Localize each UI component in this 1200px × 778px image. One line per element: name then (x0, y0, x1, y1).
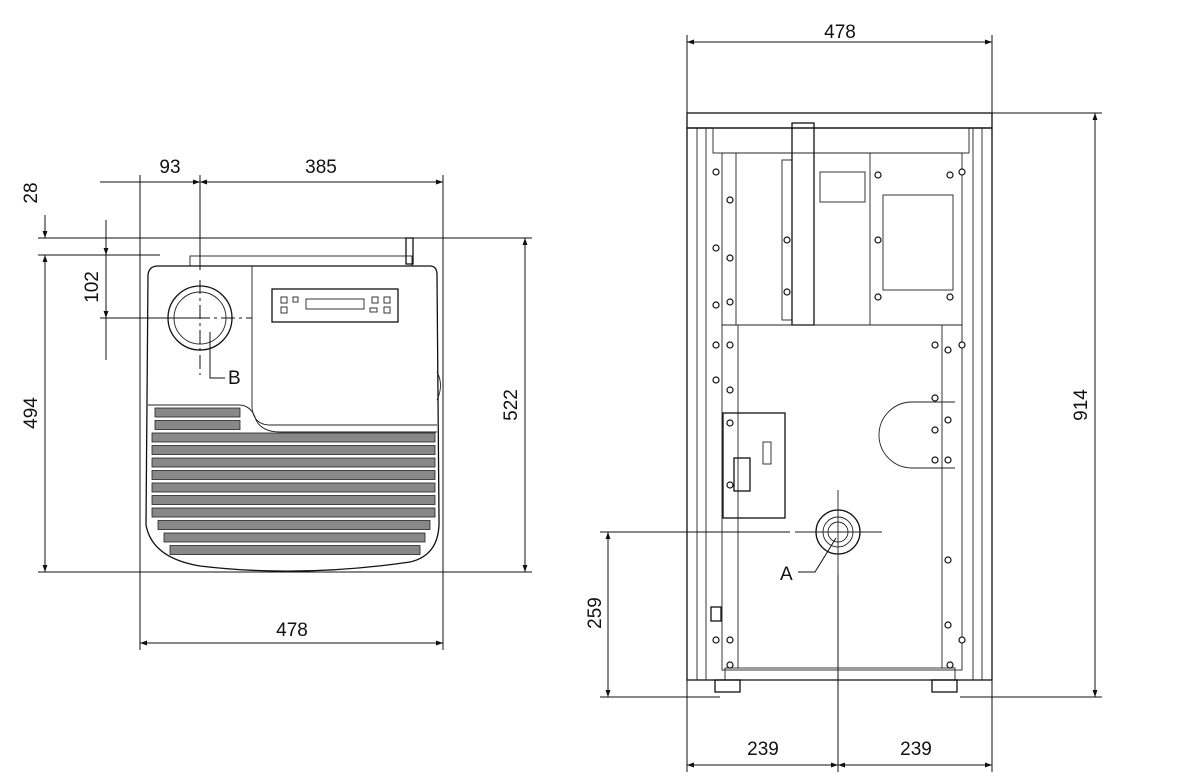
stove-top-body: B (145, 237, 441, 572)
dim-label-28: 28 (21, 182, 42, 203)
screw-hole (931, 394, 939, 402)
screw-hole (726, 419, 734, 427)
screw-hole (944, 416, 952, 424)
screw-hole (931, 341, 939, 349)
screw-hole (944, 556, 952, 564)
screw-hole (944, 346, 952, 354)
screw-hole (712, 168, 720, 176)
dim-label-494: 494 (21, 397, 42, 429)
callout-b: B (228, 368, 241, 389)
grille-bar (154, 420, 241, 430)
grille-bar (151, 445, 436, 455)
outlet-a (795, 490, 882, 575)
screw-hole (712, 636, 720, 644)
grille-bar (169, 545, 421, 555)
grille-bar (151, 470, 436, 480)
callout-a: A (780, 564, 793, 585)
screw-hole (712, 341, 720, 349)
screw-hole (712, 301, 720, 309)
screw-hole (726, 341, 734, 349)
screw-hole (874, 293, 882, 301)
rear-view: 478 914 259 239 239 (585, 22, 1102, 772)
dim-label-239-left: 239 (747, 739, 779, 760)
screw-hole (946, 293, 954, 301)
grille-bar (151, 507, 436, 518)
screw-hole (783, 236, 791, 244)
screw-hole (726, 196, 734, 204)
dim-label-93: 93 (159, 157, 180, 178)
dim-label-385: 385 (305, 157, 337, 178)
grille-bar (151, 482, 436, 493)
foot-left (714, 679, 741, 693)
screw-hole (931, 426, 939, 434)
dim-label-478-bottom: 478 (276, 620, 308, 641)
screw-hole (874, 236, 882, 244)
screw-hole (726, 636, 734, 644)
dim-label-102: 102 (82, 271, 103, 303)
screw-hole (726, 481, 734, 489)
screw-hole (958, 636, 966, 644)
top-view: 93 385 28 102 494 522 478 B (21, 157, 532, 650)
screw-hole (944, 621, 952, 629)
grille-bar (151, 495, 436, 505)
screw-hole (931, 456, 939, 464)
screw-hole (726, 661, 734, 669)
air-grille (151, 407, 436, 555)
screw-hole (958, 168, 966, 176)
grille-bar (163, 532, 426, 543)
screw-hole (874, 171, 882, 179)
screw-hole (712, 376, 720, 384)
control-panel (271, 288, 399, 323)
screw-hole (712, 244, 720, 252)
grille-bar (151, 432, 436, 443)
electrical-panel (722, 412, 786, 519)
screw-hole (958, 341, 966, 349)
foot-right (931, 679, 958, 693)
screw-hole (726, 298, 734, 306)
antenna (405, 237, 414, 265)
screw-hole (726, 386, 734, 394)
dim-label-259: 259 (585, 597, 606, 629)
dim-label-522: 522 (501, 389, 522, 421)
screw-hole (946, 661, 954, 669)
grille-bar (157, 520, 431, 530)
screw-hole (944, 456, 952, 464)
screw-hole (726, 254, 734, 262)
dim-label-239-right: 239 (900, 739, 932, 760)
stove-rear-body: A (686, 112, 993, 693)
grille-bar (151, 457, 436, 468)
grille-bar (154, 407, 241, 418)
dim-label-478-top: 478 (824, 22, 856, 43)
screw-hole (783, 288, 791, 296)
screw-hole (946, 171, 954, 179)
dim-label-914: 914 (1071, 389, 1092, 421)
